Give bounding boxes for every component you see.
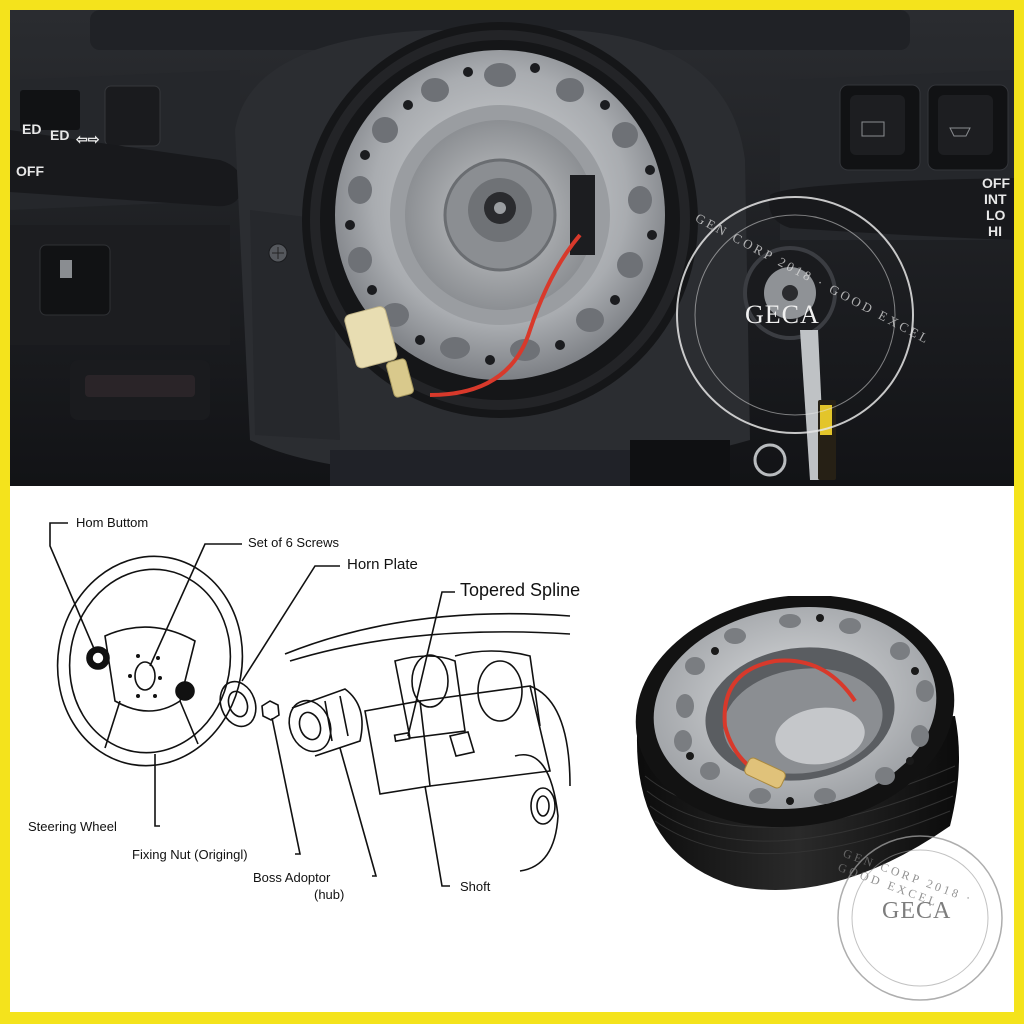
stalk-label: ⇦⇨ (76, 131, 100, 147)
leader-shaft (424, 785, 450, 887)
leader-steering-wheel (154, 754, 160, 827)
label-tapered-spline: Topered Spline (460, 580, 581, 600)
stalk-label: LO (986, 207, 1006, 223)
stalk-label: HI (988, 223, 1002, 239)
watermark-stamp (676, 196, 914, 434)
stalk-label: ED (22, 121, 42, 137)
label-steering-wheel: Steering Wheel (28, 819, 117, 834)
label-shaft: Shoft (460, 879, 491, 894)
dashboard-illustration (10, 10, 1014, 486)
stalk-label: OFF (16, 163, 44, 179)
exploded-diagram: Hom Buttom Set of 6 Screws Horn Plate To… (10, 486, 1014, 1012)
watermark-logo-text: GECA (882, 898, 952, 924)
stalk-label: INT (984, 191, 1007, 207)
label-boss-adaptor-sub: (hub) (314, 887, 345, 902)
column-plate (364, 700, 431, 795)
leader-screws (149, 543, 242, 667)
leader-horn-plate (241, 565, 340, 682)
diagram-linework (49, 522, 571, 887)
steering-wheel-outline (56, 555, 244, 767)
horn-plate-outline (219, 680, 257, 728)
leader-spline (407, 591, 455, 737)
watermark-stamp-product (837, 835, 1003, 1001)
label-horn-button: Hom Buttom (76, 515, 149, 530)
fixing-nut-outline (261, 700, 280, 721)
label-boss-adaptor: Boss Adoptor (253, 870, 331, 885)
label-screws: Set of 6 Screws (248, 535, 340, 550)
leader-horn-button (49, 522, 96, 652)
stalk-label: ED (50, 127, 70, 143)
label-horn-plate: Horn Plate (347, 556, 418, 573)
watermark-logo-text: GECA (745, 300, 820, 329)
leader-boss-adaptor (339, 747, 378, 877)
leader-fixing-nut (271, 717, 301, 855)
label-fixing-nut: Fixing Nut (Origingl) (132, 847, 248, 862)
stalk-label: OFF (982, 175, 1010, 191)
dashboard-photo: ED ED ⇦⇨ OFF OFF INT LO HI GECA GEN CORP… (10, 10, 1014, 486)
